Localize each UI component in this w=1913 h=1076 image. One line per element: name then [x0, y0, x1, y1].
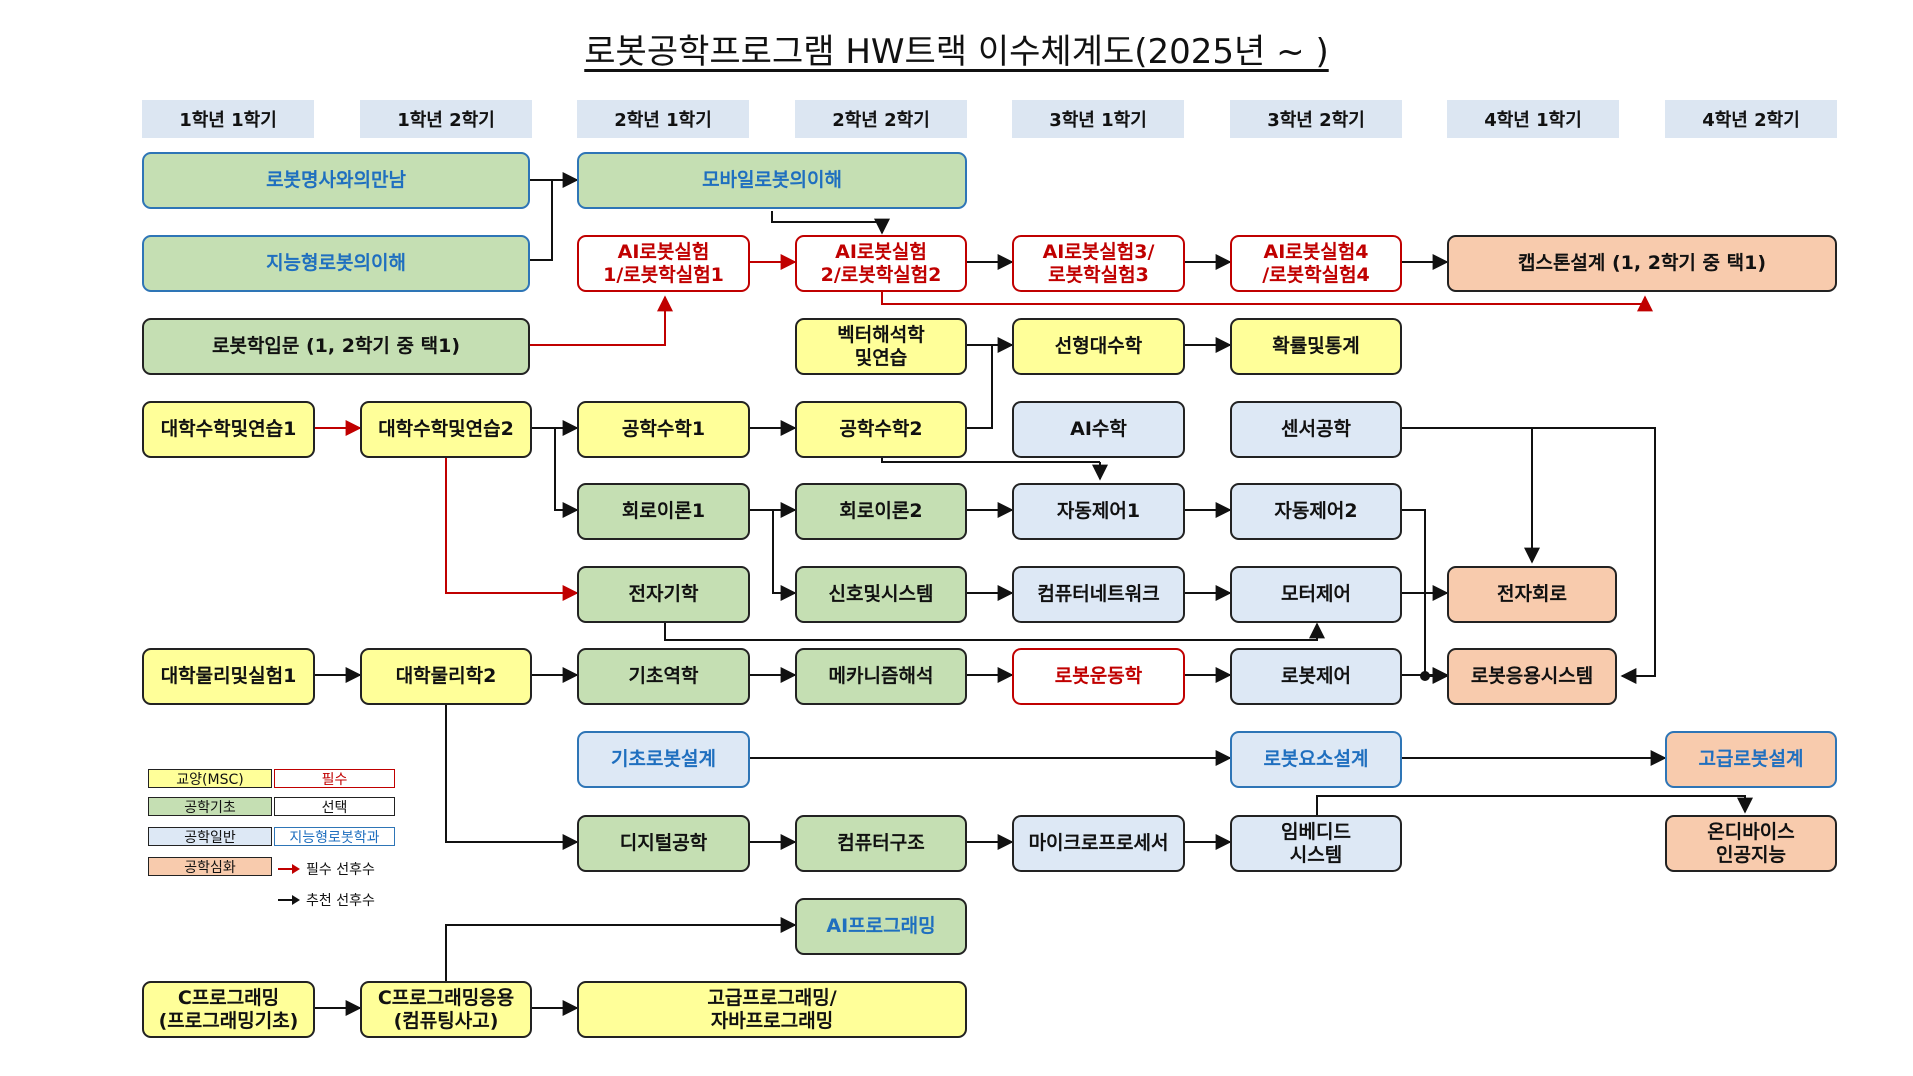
- course-calculus-2[interactable]: 대학수학및연습2: [360, 401, 532, 458]
- course-engineering-math-1[interactable]: 공학수학1: [577, 401, 750, 458]
- course-robot-element-design[interactable]: 로봇요소설계: [1230, 731, 1402, 788]
- red-arrow-icon: [278, 864, 300, 874]
- legend-required-arrow-label: 필수 선후수: [306, 862, 375, 878]
- legend-required: 필수: [274, 769, 395, 788]
- course-probability-statistics[interactable]: 확률및통계: [1230, 318, 1402, 375]
- semester-header-4-2: 4학년 2학기: [1665, 100, 1837, 138]
- course-signals-systems[interactable]: 신호및시스템: [795, 566, 967, 623]
- course-ai-robot-lab-1[interactable]: AI로봇실험 1/로봇학실험1: [577, 235, 750, 292]
- legend-recommended-arrow: 추천 선후수: [278, 890, 375, 910]
- semester-header-1-1: 1학년 1학기: [142, 100, 314, 138]
- course-motor-control[interactable]: 모터제어: [1230, 566, 1402, 623]
- course-basic-robot-design[interactable]: 기초로봇설계: [577, 731, 750, 788]
- course-physics-lab-1[interactable]: 대학물리및실험1: [142, 648, 315, 705]
- legend-department: 지능형로봇학과: [274, 827, 395, 846]
- course-ai-robot-lab-4[interactable]: AI로봇실험4 /로봇학실험4: [1230, 235, 1402, 292]
- course-circuit-theory-1[interactable]: 회로이론1: [577, 483, 750, 540]
- course-ai-robot-lab-3[interactable]: AI로봇실험3/ 로봇학실험3: [1012, 235, 1185, 292]
- course-sensor-engineering[interactable]: 센서공학: [1230, 401, 1402, 458]
- course-computer-network[interactable]: 컴퓨터네트워크: [1012, 566, 1185, 623]
- page-title: 로봇공학프로그램 HW트랙 이수체계도(2025년 ~ ): [584, 32, 1329, 72]
- semester-header-3-1: 3학년 1학기: [1012, 100, 1184, 138]
- course-engineering-math-2[interactable]: 공학수학2: [795, 401, 967, 458]
- course-electronic-circuits[interactable]: 전자회로: [1447, 566, 1617, 623]
- course-ai-robot-lab-2[interactable]: AI로봇실험 2/로봇학실험2: [795, 235, 967, 292]
- course-circuit-theory-2[interactable]: 회로이론2: [795, 483, 967, 540]
- legend-recommended-arrow-label: 추천 선후수: [306, 893, 375, 909]
- course-vector-analysis[interactable]: 벡터해석학 및연습: [795, 318, 967, 375]
- course-robot-application-system[interactable]: 로봇응용시스템: [1447, 648, 1617, 705]
- course-digital-engineering[interactable]: 디지털공학: [577, 815, 750, 872]
- course-on-device-ai[interactable]: 온디바이스 인공지능: [1665, 815, 1837, 872]
- semester-header-1-2: 1학년 2학기: [360, 100, 532, 138]
- course-calculus-1[interactable]: 대학수학및연습1: [142, 401, 315, 458]
- semester-header-2-1: 2학년 1학기: [577, 100, 749, 138]
- course-capstone-design[interactable]: 캡스톤설계 (1, 2학기 중 택1): [1447, 235, 1837, 292]
- course-c-programming-applied[interactable]: C프로그래밍응용 (컴퓨팅사고): [360, 981, 532, 1038]
- legend-engineering-general: 공학일반: [148, 827, 272, 846]
- legend-engineering-advanced: 공학심화: [148, 857, 272, 876]
- course-mobile-robot[interactable]: 모바일로봇의이해: [577, 152, 967, 209]
- course-robot-expert-meeting[interactable]: 로봇명사와의만남: [142, 152, 530, 209]
- course-ai-programming[interactable]: AI프로그래밍: [795, 898, 967, 955]
- course-intelligent-robot-understanding[interactable]: 지능형로봇의이해: [142, 235, 530, 292]
- course-linear-algebra[interactable]: 선형대수학: [1012, 318, 1185, 375]
- course-electromagnetics[interactable]: 전자기학: [577, 566, 750, 623]
- semester-header-2-2: 2학년 2학기: [795, 100, 967, 138]
- legend-msc: 교양(MSC): [148, 769, 272, 788]
- course-microprocessor[interactable]: 마이크로프로세서: [1012, 815, 1185, 872]
- course-basic-mechanics[interactable]: 기초역학: [577, 648, 750, 705]
- course-advanced-programming[interactable]: 고급프로그래밍/ 자바프로그래밍: [577, 981, 967, 1038]
- course-ai-math[interactable]: AI수학: [1012, 401, 1185, 458]
- course-embedded-system[interactable]: 임베디드 시스템: [1230, 815, 1402, 872]
- semester-header-4-1: 4학년 1학기: [1447, 100, 1619, 138]
- legend-required-arrow: 필수 선후수: [278, 859, 375, 879]
- course-c-programming[interactable]: C프로그래밍 (프로그래밍기초): [142, 981, 315, 1038]
- legend-engineering-basic: 공학기초: [148, 797, 272, 816]
- course-robot-control[interactable]: 로봇제어: [1230, 648, 1402, 705]
- course-automatic-control-2[interactable]: 자동제어2: [1230, 483, 1402, 540]
- legend-optional: 선택: [274, 797, 395, 816]
- course-automatic-control-1[interactable]: 자동제어1: [1012, 483, 1185, 540]
- semester-header-3-2: 3학년 2학기: [1230, 100, 1402, 138]
- course-physics-2[interactable]: 대학물리학2: [360, 648, 532, 705]
- course-computer-architecture[interactable]: 컴퓨터구조: [795, 815, 967, 872]
- course-advanced-robot-design[interactable]: 고급로봇설계: [1665, 731, 1837, 788]
- course-intro-robotics[interactable]: 로봇학입문 (1, 2학기 중 택1): [142, 318, 530, 375]
- course-mechanism-analysis[interactable]: 메카니즘해석: [795, 648, 967, 705]
- course-robot-kinematics[interactable]: 로봇운동학: [1012, 648, 1185, 705]
- black-arrow-icon: [278, 895, 300, 905]
